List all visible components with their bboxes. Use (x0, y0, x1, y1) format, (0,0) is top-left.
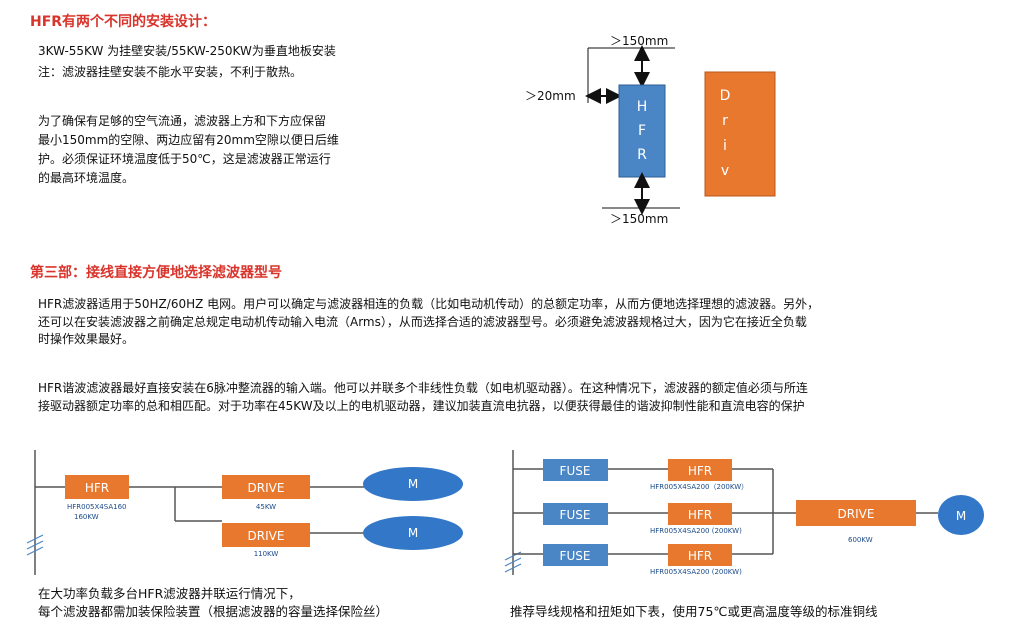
paragraph-line: 接驱动器额定功率的总和相匹配。对于功率在45KW及以上的电机驱动器，建议加装直流… (38, 398, 805, 413)
drive-power-label: 600KW (848, 536, 873, 544)
section1-line1: 3KW-55KW 为挂壁安装/55KW-250KW为垂直地板安装 (38, 44, 336, 58)
fuse-box (543, 544, 608, 566)
hfr-box (668, 459, 732, 481)
paragraph-line: HFR滤波器适用于50HZ/60HZ 电网。用户可以确定与滤波器相连的负载（比如… (38, 297, 820, 311)
paragraph-line: 还可以在安装滤波器之前确定总规定电动机传动输入电流（Arms），从而选择合适的滤… (38, 314, 807, 329)
section1-paragraph: 为了确保有足够的空气流通，滤波器上方和下方应保留 最小150mm的空隙、两边应留… (38, 112, 418, 188)
hfr-model-label: HFR005X4SA200 (200KW) (650, 568, 742, 576)
hfr-box (668, 544, 732, 566)
motor-label: M (408, 477, 418, 491)
drive-box (796, 500, 916, 526)
hfr-letter: R (637, 147, 647, 163)
hfr-power-label: 160KW (74, 513, 99, 521)
hfr-box-label: HFR (688, 464, 712, 478)
wiring-diagram-left: HFR HFR005X4SA160 160KW DRIVE 45KW DRIVE… (26, 450, 463, 575)
hfr-box-label: HFR (688, 508, 712, 522)
clearance-diagram: ＞150mm ＞20mm H F R ＞150mm D r i v (525, 34, 776, 226)
bus-hatch (26, 534, 44, 556)
hfr-letter: F (638, 123, 646, 139)
top-clearance-label: ＞150mm (610, 34, 668, 48)
hfr-model-label: HFR005X4SA200（200KW） (650, 483, 748, 491)
hfr-model-label: HFR005X4SA200 (200KW) (650, 527, 742, 535)
drive-power-label: 45KW (256, 503, 276, 511)
section3-title: 第三部：接线直接方便地选择滤波器型号 (30, 265, 282, 281)
drive-letter: r (722, 113, 728, 129)
fuse-label: FUSE (560, 508, 591, 522)
section1-para-line: 最小150mm的空隙、两边应留有20mm空隙以便日后维 (38, 133, 339, 147)
motor (363, 467, 463, 501)
drive-box (222, 475, 310, 499)
caption-right: 推荐导线规格和扭矩如下表，使用75℃或更高温度等级的标准铜线 (510, 604, 878, 619)
paragraph-line: HFR谐波滤波器最好直接安装在6脉冲整流器的输入端。他可以并联多个非线性负载（如… (38, 381, 808, 395)
drive-box-label: DRIVE (838, 507, 875, 521)
wiring-diagram-right: FUSE HFR HFR005X4SA200（200KW） FUSE HFR H… (504, 450, 984, 576)
section1-para-line: 护。必须保证环境温度低于50℃，这是滤波器正常运行 (38, 152, 331, 166)
motor (938, 495, 984, 535)
motor (363, 516, 463, 550)
drive-letter: v (721, 163, 729, 179)
section1-para-line: 的最高环境温度。 (38, 171, 135, 185)
drive-box-label: DRIVE (248, 529, 285, 543)
hfr-box (65, 475, 129, 499)
hfr-box-label: HFR (688, 549, 712, 563)
caption-left-line1: 在大功率负载多台HFR滤波器并联运行情况下， (38, 586, 301, 601)
section3-paragraph2: HFR谐波滤波器最好直接安装在6脉冲整流器的输入端。他可以并联多个非线性负载（如… (38, 380, 1018, 415)
drive-box-label: DRIVE (248, 481, 285, 495)
drive-letter: i (723, 138, 727, 154)
hfr-box-label: HFR (85, 481, 109, 495)
hfr-box (668, 503, 732, 525)
bottom-clearance-label: ＞150mm (610, 212, 668, 226)
motor-label: M (956, 509, 966, 523)
drive-box (222, 523, 310, 547)
section1-para-line: 为了确保有足够的空气流通，滤波器上方和下方应保留 (38, 114, 327, 128)
drive-letter: D (720, 88, 731, 104)
fuse-label: FUSE (560, 549, 591, 563)
fuse-box (543, 459, 608, 481)
side-clearance-label: ＞20mm (525, 89, 576, 103)
drive-power-label: 110KW (254, 550, 279, 558)
fuse-label: FUSE (560, 464, 591, 478)
hfr-block (618, 84, 666, 178)
fuse-box (543, 503, 608, 525)
motor-label: M (408, 526, 418, 540)
section3-paragraph1: HFR滤波器适用于50HZ/60HZ 电网。用户可以确定与滤波器相连的负载（比如… (38, 296, 1018, 349)
hfr-model-label: HFR005X4SA160 (67, 503, 127, 511)
caption-left-line2: 每个滤波器都需加装保险装置（根据滤波器的容量选择保险丝） (38, 604, 389, 619)
section1-line2: 注：滤波器挂壁安装不能水平安装，不利于散热。 (38, 65, 303, 79)
drive-block (704, 71, 776, 197)
section1-title: HFR有两个不同的安装设计： (30, 14, 217, 30)
paragraph-line: 时操作效果最好。 (38, 332, 135, 346)
hfr-letter: H (637, 99, 648, 115)
